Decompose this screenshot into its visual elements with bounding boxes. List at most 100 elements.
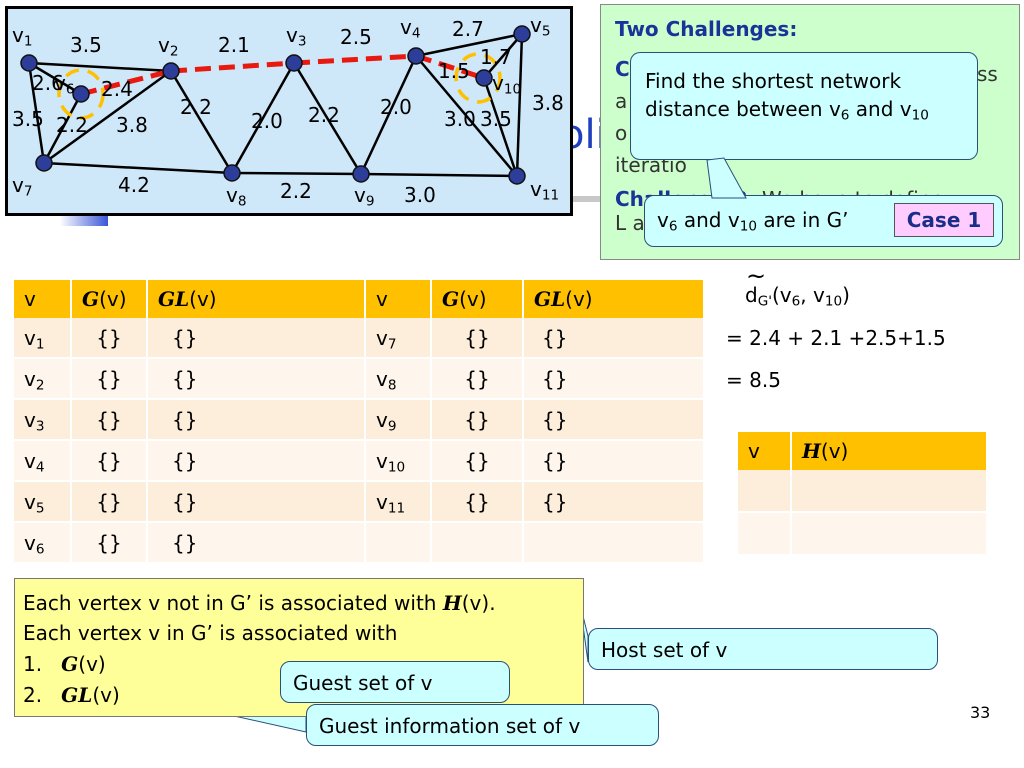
vertex-label-v10: v10: [492, 71, 522, 98]
l-tilde-symbol: L a: [615, 211, 645, 235]
header-v: v: [365, 280, 432, 318]
challenge-1-text-fragment: ss: [977, 62, 998, 86]
edge-weight-label: 2.2: [180, 95, 212, 119]
guest-info-set-cell: {}: [523, 481, 705, 523]
table-row: [738, 470, 988, 513]
table-row: v5{}{}v11{}{}: [14, 481, 705, 523]
guest-info-set-cell: {}: [147, 481, 366, 523]
table-cell: [791, 512, 988, 556]
highlight-circle-v6: [57, 68, 105, 120]
edge-v4-v11: [415, 55, 518, 177]
guest-set-cell: {}: [431, 481, 524, 523]
vertex-v8: [223, 164, 241, 182]
edge-v1-v2: [28, 61, 172, 73]
header-v: v: [738, 432, 792, 470]
edge-weight-label: 2.2: [56, 113, 88, 137]
edge-weight-label: 3.8: [116, 113, 148, 137]
table-row: [738, 512, 988, 556]
vertex-label-v6: v6: [54, 71, 75, 98]
edge-v9-v11: [360, 172, 518, 178]
guest-set-cell: {}: [71, 481, 148, 523]
guest-set-callout: Guest set of v: [280, 661, 510, 703]
table-row: v2{}{}v8{}{}: [14, 358, 705, 400]
guest-set-cell: {}: [71, 522, 148, 564]
edge-weight-label: 3.0: [404, 183, 436, 207]
edge-weight-label: 4.2: [118, 173, 150, 197]
vertex-cell: v6: [14, 522, 72, 564]
vertex-label-v3: v3: [286, 23, 307, 50]
edge-weight-label: 2.0: [380, 95, 412, 119]
callout-line-1: Find the shortest network: [645, 69, 902, 93]
vertex-label-v7: v7: [12, 173, 33, 200]
road-network-graph: [20, 25, 531, 185]
vertex-label-v2: v2: [158, 33, 179, 60]
edge-weight-label: 3.0: [444, 107, 476, 131]
callout-line-2: distance between v6 and v10: [645, 97, 929, 124]
vertex-v9: [352, 165, 370, 183]
guest-info-set-cell: {}: [523, 440, 705, 482]
guest-info-set-cell: {}: [523, 318, 705, 359]
table-row: v4{}{}v10{}{}: [14, 440, 705, 482]
edge-v5-v11: [515, 33, 524, 177]
vertex-cell: v9: [365, 399, 432, 441]
edge-v2-v8: [169, 70, 234, 174]
note-item-1: 1. G(v): [23, 652, 106, 676]
edge-v6-v7: [42, 93, 83, 164]
header-guest-info-set: GL(v): [147, 280, 366, 318]
guest-set-cell: {}: [71, 318, 148, 359]
edge-v3-v4: [293, 53, 417, 66]
challenge-2-text-tail: L a: [615, 211, 645, 235]
edge-weight-label: 2.7: [452, 17, 484, 41]
guest-info-set-cell: [523, 522, 705, 564]
guest-set-cell: [431, 522, 524, 564]
header-guest-set: G(v): [431, 280, 524, 318]
table-header-row: v H(v): [738, 432, 988, 470]
edge-weight-label: 2.6: [32, 71, 64, 95]
table-row: v3{}{}v9{}{}: [14, 399, 705, 441]
edge-v4-v5: [415, 32, 523, 58]
vertex-label-v4: v4: [400, 15, 421, 42]
association-note: Each vertex v not in G’ is associated wi…: [14, 578, 584, 717]
guest-set-cell: {}: [431, 318, 524, 359]
edge-weight-label: 3.5: [70, 33, 102, 57]
distance-sum: = 2.4 + 2.1 +2.5+1.5: [726, 326, 946, 350]
vertex-v5: [513, 25, 531, 43]
guest-info-set-cell: {}: [523, 358, 705, 400]
host-set-callout: Host set of v: [588, 628, 938, 670]
edge-v4-v9: [359, 55, 418, 175]
header-v: v: [14, 280, 72, 318]
challenge-1-text-fragment: o: [615, 121, 628, 145]
edge-v4-v10: [415, 53, 485, 81]
edge-v1-v7: [27, 62, 46, 164]
case-1-badge: Case 1: [894, 203, 994, 237]
tilde-accent: ~: [746, 262, 767, 290]
vertex-v3: [285, 54, 303, 72]
edge-weight-label: 2.1: [218, 33, 250, 57]
note-item-2: 2. GL(v): [23, 683, 120, 707]
edge-v1-v6: [28, 61, 82, 96]
edge-weight-label: 1.5: [438, 59, 470, 83]
vertex-cell: v4: [14, 440, 72, 482]
vertex-cell: v10: [365, 440, 432, 482]
highlight-circle-v10: [454, 52, 502, 104]
header-guest-set: G(v): [71, 280, 148, 318]
vertex-cell: v5: [14, 481, 72, 523]
vertex-v2: [162, 62, 180, 80]
vertex-v11: [508, 167, 526, 185]
case-callout: v6 and v10 are in G’ Case 1: [644, 195, 1003, 247]
vertex-v10: [475, 69, 493, 87]
edge-v6-v2: [80, 68, 172, 97]
edge-weight-label: 2.2: [308, 103, 340, 127]
case-description: v6 and v10 are in G’: [657, 208, 849, 235]
note-line-1: Each vertex v not in G’ is associated wi…: [23, 591, 496, 615]
vertex-label-v9: v9: [354, 183, 375, 210]
table-cell: [738, 470, 792, 513]
table-row: v6{}{}: [14, 522, 705, 564]
edge-v2-v7: [43, 69, 172, 165]
guest-info-set-cell: {}: [147, 358, 366, 400]
vertex-cell: v8: [365, 358, 432, 400]
distance-expression: dG'(v6, v10): [745, 283, 850, 310]
vertex-label-v5: v5: [530, 13, 551, 40]
guest-info-set-cell: {}: [523, 399, 705, 441]
